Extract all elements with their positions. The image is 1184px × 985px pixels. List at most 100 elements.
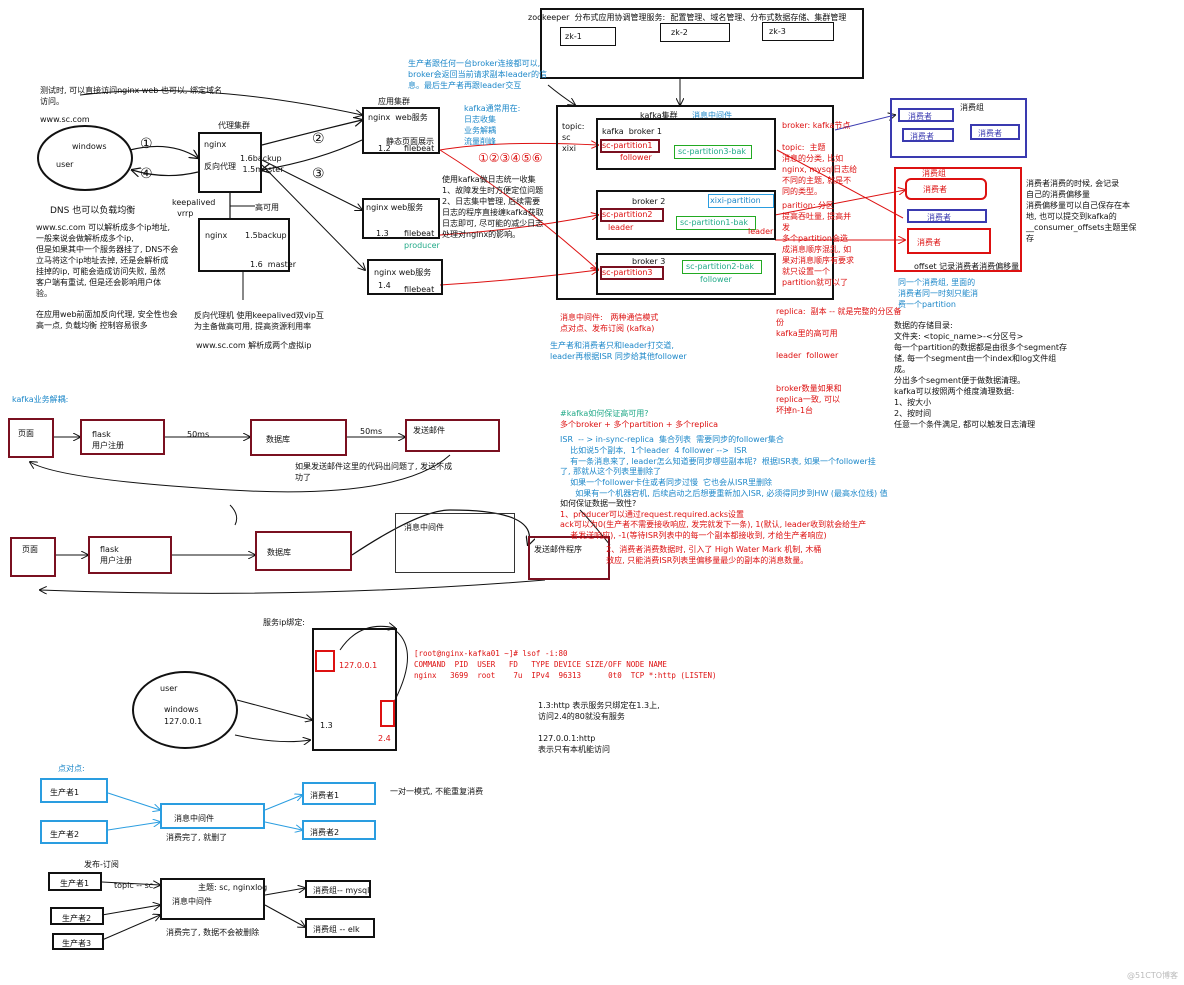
zk-node-3: zk-3 bbox=[762, 22, 834, 41]
svg-text:①②③④⑤⑥: ①②③④⑤⑥ bbox=[478, 151, 543, 165]
partition-3 bbox=[600, 266, 664, 280]
partition-3-bak bbox=[674, 145, 752, 159]
node-label: 页面 bbox=[22, 545, 38, 554]
mail-program-box: 发送邮件程序 bbox=[528, 536, 610, 580]
latency-label-1: 50ms bbox=[187, 430, 210, 439]
proxy-box-2 bbox=[198, 218, 290, 272]
web1-label: nginx web服务 bbox=[368, 113, 428, 122]
consumer-group-elk: 消费组 -- elk bbox=[305, 918, 375, 938]
broker-2 bbox=[596, 190, 776, 240]
kafka-cluster-title: kafka集群 bbox=[640, 111, 678, 120]
web2-ip: 1.3 bbox=[376, 229, 389, 238]
web-server-3 bbox=[367, 259, 443, 295]
node-label: flask 用户注册 bbox=[100, 545, 132, 565]
consumer-2-3: 消费者 bbox=[907, 228, 991, 254]
ha-line-13: 2、消费者消费数据时, 引入了 High Water Mark 机制, 木桶 bbox=[596, 545, 822, 554]
business-row1-note: 如果发送邮件这里的代码出问题了, 发送不成 功了 bbox=[295, 462, 453, 482]
node-label: flask 用户注册 bbox=[92, 430, 124, 450]
partition-3-label: sc-partition3 bbox=[602, 268, 653, 277]
web-server-2 bbox=[362, 198, 440, 239]
bind-note-1: 1.3:http 表示服务只绑定在1.3上, 访问2.4的80就没有服务 bbox=[538, 701, 660, 721]
consumer-label: 消费者 bbox=[908, 112, 932, 121]
local-interface bbox=[315, 650, 335, 672]
offset-note: offset 记录消费者消费偏移量 bbox=[914, 262, 1020, 271]
node-label: 生产者2 bbox=[62, 914, 92, 923]
node-label: 消费者1 bbox=[310, 791, 340, 800]
node-label: 消费者2 bbox=[310, 828, 340, 837]
filebeat-2: filebeat bbox=[404, 229, 435, 238]
flask-box-1: flask 用户注册 bbox=[80, 419, 165, 455]
consumer-label: 消费者 bbox=[917, 238, 941, 247]
bind-title: 服务ip绑定: bbox=[263, 618, 305, 627]
p2p-done-note: 消费完了, 就删了 bbox=[166, 833, 228, 842]
zookeeper-box bbox=[540, 8, 864, 79]
ha-line-8: 如果有一个机器宕机, 后续启动之后想要重新加入ISR, 必须得同步到HW (最高… bbox=[560, 489, 888, 498]
pubsub-producer-3: 生产者3 bbox=[52, 933, 104, 950]
app-cluster-title: 应用集群 bbox=[378, 97, 410, 106]
zk-node-label: zk-3 bbox=[769, 27, 786, 36]
proxy-box2-bottom: 1.6 master bbox=[250, 260, 297, 269]
web3-label: nginx web服务 bbox=[374, 268, 432, 277]
watermark: @51CTO博客 bbox=[1127, 971, 1178, 980]
kafka-log-note: 使用kafka做日志统一收集 1、故障发生时方便定位问题 2、日志集中管理, 后… bbox=[442, 175, 544, 239]
pubsub-title: 发布-订阅 bbox=[84, 860, 119, 869]
svg-text:②: ② bbox=[312, 131, 325, 147]
node-label: 生产者1 bbox=[60, 879, 90, 888]
intro-text: 测试时, 可以直接访问nginx web 也可以, 绑定域名 访问。 bbox=[40, 86, 222, 106]
ha-line-3: ISR -- > in-sync-replica 集合列表 需要同步的follo… bbox=[560, 435, 784, 444]
server-box bbox=[312, 628, 397, 751]
offset-note-2: 同一个消费组, 里面的 消费者同一时刻只能消 费一个partition bbox=[898, 278, 978, 309]
filebeat-3: filebeat bbox=[404, 285, 435, 294]
producer-note: 生产者跟任何一台broker连接都可以, broker会返回当前请求副本lead… bbox=[408, 59, 547, 90]
consumer-1-2: 消费者 bbox=[902, 128, 954, 142]
web1-ip: 1.2 bbox=[378, 144, 391, 153]
broker1-label: kafka broker 1 bbox=[602, 127, 662, 136]
partition-1-label: sc-partition1 bbox=[602, 141, 653, 150]
kafka-mq-label: 消息中间件 bbox=[692, 111, 732, 120]
xixi-partition bbox=[708, 194, 774, 208]
consumer-label: 消费者 bbox=[923, 185, 947, 194]
consumer-group-mysql: 消费组-- mysql bbox=[305, 880, 371, 898]
bind-cloud-mid: windows bbox=[164, 705, 199, 714]
node-label: 消费组 -- elk bbox=[313, 925, 360, 934]
partition-1-role: follower bbox=[620, 153, 652, 162]
proxy-box1-text: nginx 反向代理 bbox=[204, 140, 236, 171]
dns-note: DNS 也可以负载均衡 bbox=[50, 206, 136, 216]
node-label: 数据库 bbox=[266, 435, 290, 444]
consumer-label: 消费者 bbox=[978, 129, 1002, 138]
ip13-label: 1.3 bbox=[320, 721, 333, 730]
svg-text:④: ④ bbox=[140, 166, 153, 182]
node-label: 生产者2 bbox=[50, 830, 80, 839]
db-box-1: 数据库 bbox=[250, 419, 347, 456]
partition-3-bak-label: sc-partition3-bak bbox=[678, 147, 746, 156]
broker-3 bbox=[596, 253, 776, 295]
proxy-box2-right: 1.5backup bbox=[245, 231, 287, 240]
domain-label: www.sc.com bbox=[40, 115, 90, 124]
xixi-partition-label: xixi-partition bbox=[710, 196, 761, 205]
node-label: 生产者3 bbox=[62, 939, 92, 948]
mq-note: 消息中间件: 两种通信模式 点对点、发布订阅 (kafka) bbox=[560, 313, 659, 333]
pubsub-topic: topic -- sc bbox=[114, 881, 154, 890]
latency-label-2: 50ms bbox=[360, 427, 383, 436]
p2p-producer-2: 生产者2 bbox=[40, 820, 108, 844]
producer-label: producer bbox=[404, 241, 440, 250]
partition-1-bak-label: sc-partition1-bak bbox=[680, 218, 748, 227]
web-front-note: 在应用web前面加反向代理, 安全性也会 高一点, 负载均衡 控制容易很多 bbox=[36, 310, 178, 330]
keepalived-label: keepalived vrrp bbox=[172, 198, 216, 218]
node-label: 消息中间件 bbox=[404, 523, 444, 532]
proxy-box2-left: nginx bbox=[205, 231, 228, 240]
consumer-1-3: 消费者 bbox=[970, 124, 1020, 140]
node-label: 消费组-- mysql bbox=[313, 886, 370, 895]
consumer-label: 消费者 bbox=[910, 132, 934, 141]
svg-text:①: ① bbox=[140, 136, 153, 152]
bind-note-2: 127.0.0.1:http 表示只有本机能访问 bbox=[538, 734, 610, 754]
local-ip-label: 127.0.0.1 bbox=[339, 661, 378, 670]
partition-2-bak-label: sc-partition2-bak bbox=[686, 262, 754, 271]
pubsub-done-note: 消费完了, 数据不会被删除 bbox=[166, 928, 260, 937]
web1-sub: 静态页面展示 bbox=[386, 137, 434, 146]
ha-line-12: 者发送响应), -1(等待ISR列表中的每一个副本都接收到, 才给生产者响应) bbox=[560, 531, 827, 540]
partition-2-bak-role: follower bbox=[700, 275, 732, 284]
consumer-2-1: 消费者 bbox=[905, 178, 987, 200]
proxy-title: 代理集群 bbox=[218, 121, 250, 130]
